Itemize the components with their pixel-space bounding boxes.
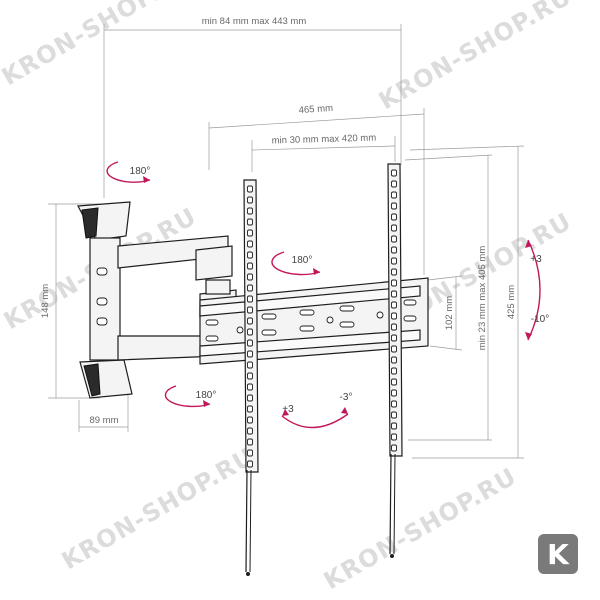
rail-hole (391, 433, 397, 441)
rail-hole (247, 328, 253, 336)
rail-hole (391, 389, 397, 397)
label-bracket-width: 465 mm (298, 103, 333, 116)
rail-hole (391, 224, 397, 232)
rail-hole (247, 251, 253, 259)
rail-hole (391, 180, 397, 188)
rail-hole (247, 229, 253, 237)
rail-hole (391, 367, 397, 375)
watermark-text: KRON-SHOP.RU (374, 0, 576, 115)
rail-hole (247, 218, 253, 226)
label-total-height: 425 mm (506, 285, 517, 319)
rotation-arrows (106, 161, 541, 429)
rail-hole (247, 372, 253, 380)
rail-hole (247, 273, 253, 281)
watermark-text: KRON-SHOP.RU (0, 0, 199, 91)
rail-hole (391, 290, 397, 298)
rail-hole (247, 295, 253, 303)
rail-hole (391, 345, 397, 353)
rail-hole (391, 356, 397, 364)
watermark-text: KRON-SHOP.RU (57, 442, 259, 575)
label-wall-plate-depth: 89 mm (89, 415, 118, 426)
rail-hole (247, 405, 253, 413)
rotation-labels: 180° 180° 180° +3 -3° +3 -10° (130, 166, 550, 415)
rail-hole (391, 334, 397, 342)
rail-hole (391, 378, 397, 386)
rail-hole (247, 317, 253, 325)
rail-hole (247, 339, 253, 347)
dimension-labels: min 84 mm max 443 mm 465 mm min 30 mm ma… (40, 16, 517, 426)
rail-hole (247, 383, 253, 391)
rail-hole (391, 422, 397, 430)
rail-hole (391, 444, 397, 452)
rail-hole (247, 306, 253, 314)
rail-hole (247, 196, 253, 204)
rail-hole (247, 416, 253, 424)
rail-hole (247, 449, 253, 457)
tilt-down-right: -10° (531, 314, 549, 325)
rail-hole (391, 169, 397, 177)
rail-hole (391, 213, 397, 221)
rail-hole (391, 257, 397, 265)
label-arm-extension: min 84 mm max 443 mm (202, 16, 307, 27)
rail-hole (391, 279, 397, 287)
rotation-bracket-swivel: 180° (292, 255, 313, 266)
rail-hole (247, 350, 253, 358)
tilt-up-left: +3 (282, 404, 294, 415)
rail-hole (391, 301, 397, 309)
rail-hole (247, 438, 253, 446)
label-bracket-height: 102 mm (444, 296, 455, 330)
rail-hole (247, 394, 253, 402)
rail-hole (391, 191, 397, 199)
label-mount-spacing: min 30 mm max 420 mm (272, 133, 377, 147)
rail-hole (247, 185, 253, 193)
rail-hole (391, 235, 397, 243)
rotation-arm-top: 180° (130, 166, 151, 177)
rail-hole (391, 246, 397, 254)
label-vertical-spacing: min 23 mm max 405 mm (477, 246, 488, 351)
rail-hole (391, 323, 397, 331)
rail-hole (391, 268, 397, 276)
rail-holes (247, 169, 397, 468)
rail-hole (247, 361, 253, 369)
rail-hole (247, 207, 253, 215)
logo-letter: K (547, 538, 570, 571)
rail-hole (247, 284, 253, 292)
rail-hole (247, 427, 253, 435)
watermark-text: KRON-SHOP.RU (319, 462, 521, 595)
rail-hole (247, 262, 253, 270)
rail-hole (247, 460, 253, 468)
kron-logo: K (538, 534, 578, 574)
label-wall-plate-height: 148 mm (40, 284, 51, 318)
tilt-down-left: -3° (340, 392, 353, 403)
rail-hole (391, 312, 397, 320)
rail-hole (391, 202, 397, 210)
rail-hole (391, 400, 397, 408)
tilt-up-right: +3 (530, 254, 542, 265)
rail-hole (247, 240, 253, 248)
rotation-arm-bottom: 180° (196, 390, 217, 401)
wall-plate (77, 201, 133, 399)
rail-hole (391, 411, 397, 419)
